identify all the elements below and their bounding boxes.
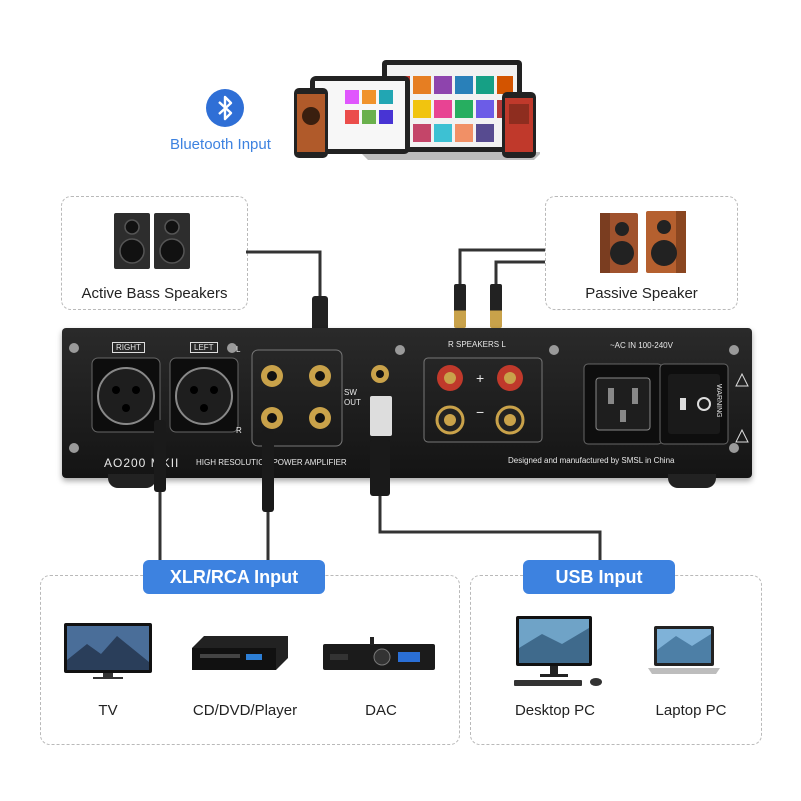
active-bass-speakers-card: Active Bass Speakers: [61, 196, 248, 310]
speaker-plus: +: [476, 370, 485, 386]
amplifier-connectors: [69, 343, 749, 453]
amp-foot-left: [108, 474, 156, 488]
model-text: AO200 MKII: [104, 456, 180, 470]
xlr-rca-input-badge: XLR/RCA Input: [143, 560, 325, 594]
speakers-label: R SPEAKERS L: [448, 340, 506, 349]
sw-out-label: SW OUT: [344, 388, 361, 407]
rca-plug-down: [262, 430, 274, 512]
desktop-pc-label: Desktop PC: [514, 702, 596, 719]
banana-plug-left: [490, 284, 502, 328]
rca-l-mark: L: [236, 345, 241, 354]
speakers-icon: [112, 211, 192, 276]
bluetooth-icon: [205, 88, 245, 128]
desktop-pc-icon: [512, 614, 608, 693]
maker-text: Designed and manufactured by SMSL in Chi…: [508, 456, 675, 465]
warning-label: WARNING: [715, 384, 722, 418]
dac-icon: [322, 636, 436, 677]
media-devices-image: [290, 58, 542, 168]
bluetooth-label: Bluetooth Input: [170, 136, 271, 153]
usb-plug: [370, 440, 390, 496]
dac-label: DAC: [365, 702, 397, 719]
speaker-minus: −: [476, 404, 485, 420]
xlr-right-label: RIGHT: [112, 342, 145, 353]
passive-speaker-label: Passive Speaker: [585, 285, 698, 302]
xlr-plug: [154, 420, 166, 492]
dvd-player-label: CD/DVD/Player: [192, 702, 298, 719]
passive-speaker-card: Passive Speaker: [545, 196, 738, 310]
laptop-icon: [646, 624, 722, 683]
tv-icon: [63, 622, 153, 685]
ac-in-label: ~AC IN 100-240V: [610, 341, 673, 350]
speakers-icon: [598, 209, 688, 280]
tv-label: TV: [98, 702, 118, 719]
usb-input-badge: USB Input: [523, 560, 675, 594]
banana-plug-right: [454, 284, 466, 328]
dvd-player-icon: [190, 634, 290, 679]
amp-foot-right: [668, 474, 716, 488]
rca-r-mark: R: [236, 426, 242, 435]
laptop-label: Laptop PC: [655, 702, 727, 719]
active-bass-speakers-label: Active Bass Speakers: [81, 285, 228, 302]
xlr-left-label: LEFT: [190, 342, 218, 353]
